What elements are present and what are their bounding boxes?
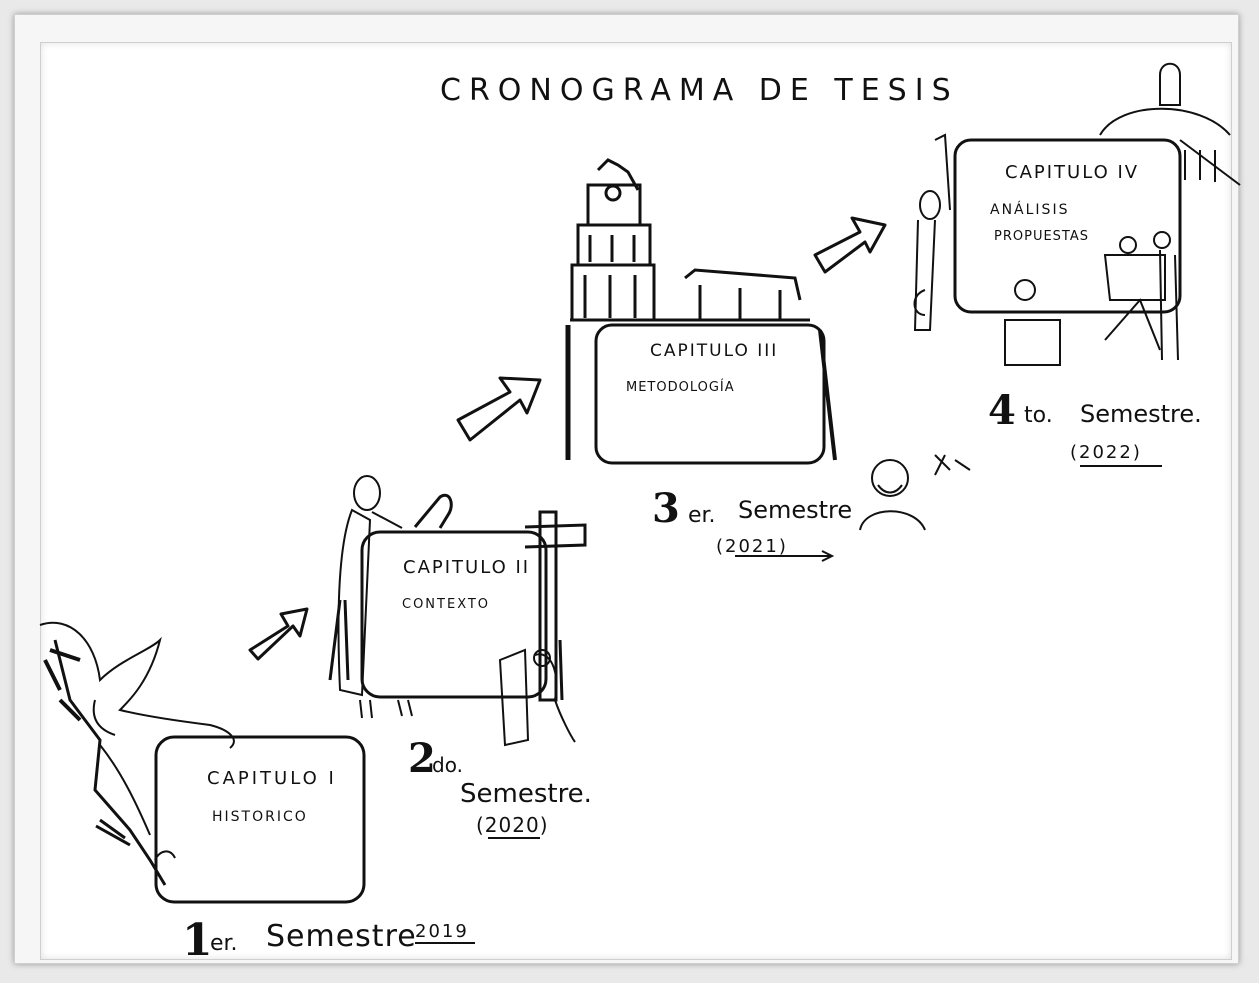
diagram-title: CRONOGRAMA DE TESIS	[440, 73, 959, 108]
arrow-1-to-2	[248, 607, 309, 661]
stage-3: CAPITULO III METODOLOGÍA 3 er. Semestre …	[565, 158, 971, 562]
stage-2-chapter: CAPITULO II	[403, 557, 530, 578]
stage-4-semester-label: Semestre.	[1080, 400, 1202, 428]
stage-3-ordinal-num: 3	[652, 485, 680, 532]
stage-1-ordinal-num: 1	[182, 915, 213, 966]
stage-1-chapter: CAPITULO I	[207, 768, 337, 789]
arrow-3-to-4	[813, 216, 887, 274]
stage-3-semester-label: Semestre	[738, 496, 852, 524]
stage-1-figure-sketch	[39, 621, 235, 886]
stage-3-chapter: CAPITULO III	[650, 341, 778, 361]
stage-3-church-tower-sketch	[565, 158, 837, 461]
stage-4: CAPITULO IV ANÁLISIS PROPUESTAS 4 to. Se…	[913, 62, 1241, 467]
stage-1-ordinal-suffix: er.	[210, 931, 238, 956]
stage-4-ordinal-num: 4	[988, 387, 1016, 434]
stage-2-year: (2020)	[476, 813, 549, 837]
stage-1-semester-label: Semestre	[266, 919, 417, 954]
stage-1-subtitle: HISTORICO	[212, 809, 308, 825]
stage-4-subtitle-line2: PROPUESTAS	[994, 229, 1089, 244]
stage-2: CAPITULO II CONTEXTO 2 do. Semestre. (20…	[328, 475, 592, 839]
stage-4-board	[953, 138, 1182, 314]
stage-4-ordinal-suffix: to.	[1024, 403, 1053, 428]
stage-4-subtitle-line1: ANÁLISIS	[990, 201, 1069, 218]
stage-3-subtitle: METODOLOGÍA	[626, 379, 735, 395]
stage-3-year-arrow	[735, 550, 835, 562]
stage-3-board	[594, 323, 826, 465]
stage-2-ordinal-suffix: do.	[432, 753, 463, 777]
stage-2-kneeling-figure-sketch	[498, 648, 576, 747]
paper-sheet	[40, 42, 1232, 960]
stage-1: CAPITULO I HISTORICO 1 er. Semestre 2019	[39, 621, 475, 966]
stage-2-quill-sketch	[413, 493, 453, 529]
stage-1-year: 2019	[415, 921, 469, 942]
stage-2-monk-sketch	[328, 475, 413, 719]
arrow-2-to-3	[456, 376, 542, 442]
stage-2-semester-label: Semestre.	[460, 779, 592, 809]
stage-4-year: (2022)	[1070, 442, 1142, 463]
stage-3-year: (2021)	[716, 536, 788, 557]
stage-3-person-sketch	[859, 454, 971, 531]
stage-4-dome-sketch	[1099, 62, 1241, 186]
stage-1-board	[154, 735, 366, 904]
stage-4-workers-sketch	[1004, 231, 1179, 366]
stage-2-board	[360, 530, 548, 699]
stage-2-subtitle: CONTEXTO	[402, 597, 490, 612]
stage-4-standing-person-sketch	[913, 133, 951, 331]
stage-2-ordinal-num: 2	[408, 735, 436, 782]
stage-3-ordinal-suffix: er.	[688, 503, 716, 528]
stage-4-chapter: CAPITULO IV	[1005, 162, 1139, 183]
